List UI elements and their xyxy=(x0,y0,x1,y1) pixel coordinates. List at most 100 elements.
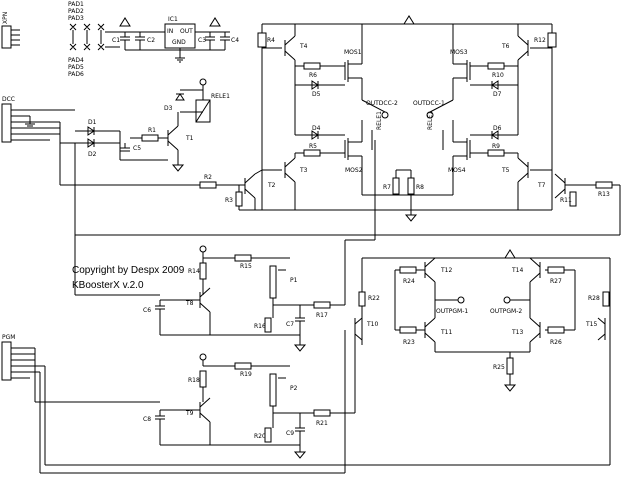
c8-label: C8 xyxy=(143,416,151,423)
t1-label: T1 xyxy=(185,135,194,142)
p1-label: P1 xyxy=(290,277,298,284)
d7-label: D7 xyxy=(493,91,502,98)
pad6-label: PAD6 xyxy=(68,71,84,78)
relay-contact-label-1: RELE1 xyxy=(376,111,383,130)
r5-label: R5 xyxy=(309,143,317,150)
ic1-in-label: IN xyxy=(167,28,173,35)
r3-label: R3 xyxy=(225,197,233,204)
t10-label: T10 xyxy=(366,321,378,328)
r23-label: R23 xyxy=(403,339,415,346)
hbridge-pgm: R22 R28 T10 T15 R24 R23 T12 T11 R27 xyxy=(354,249,611,465)
r16-label: R16 xyxy=(254,323,266,330)
r27-label: R27 xyxy=(550,278,562,285)
ic1-label: IC1 xyxy=(168,16,178,23)
c1-label: C1 xyxy=(112,37,120,44)
t14-label: T14 xyxy=(511,267,523,274)
pad5-label: PAD5 xyxy=(68,64,84,71)
d2-label: D2 xyxy=(88,151,97,158)
t13-label: T13 xyxy=(511,329,523,336)
r18-label: R18 xyxy=(188,377,200,384)
mos4-label: MOS4 xyxy=(448,167,466,174)
outdcc2-label: OUTDCC-2 xyxy=(366,100,398,107)
r12-label: R12 xyxy=(534,37,546,44)
ic1-out-label: OUT xyxy=(180,28,193,35)
connector-xpn: XPN xyxy=(1,12,20,49)
relay-contact-label-2: RELE1 xyxy=(427,111,434,130)
t3-label: T3 xyxy=(299,167,308,174)
t2-label: T2 xyxy=(267,182,276,189)
r20-label: R20 xyxy=(254,433,266,440)
r15-label: R15 xyxy=(240,263,252,270)
connector-dcc: DCC xyxy=(1,96,60,143)
version-text: KBoosterX v.2.0 xyxy=(72,280,144,291)
t15-label: T15 xyxy=(585,321,597,328)
ic1-gnd-label: GND xyxy=(172,39,186,46)
d3-label: D3 xyxy=(164,105,173,112)
r13-label: R13 xyxy=(598,191,610,198)
r4-label: R4 xyxy=(267,37,275,44)
r26-label: R26 xyxy=(550,339,562,346)
hbridge-dcc: R4 R12 T4 T6 R6 R10 D5 D7 MOS1 xyxy=(257,15,557,222)
outpgm1-label: OUTPGM-1 xyxy=(436,308,468,315)
sense-2-section: R18 R19 P2 T9 C8 R20 C9 R21 xyxy=(34,330,610,474)
pad3-label: PAD3 xyxy=(68,15,84,22)
mos1-label: MOS1 xyxy=(344,49,362,56)
r2-label: R2 xyxy=(204,174,212,181)
c6-label: C6 xyxy=(143,307,151,314)
t12-label: T12 xyxy=(440,267,452,274)
d1-label: D1 xyxy=(88,119,97,126)
c4-label: C4 xyxy=(231,37,239,44)
sense-1-section: R14 R15 P1 T8 C6 R16 C7 R17 xyxy=(74,140,376,352)
r19-label: R19 xyxy=(240,371,252,378)
r11-label: R11 xyxy=(560,197,572,204)
t6-label: T6 xyxy=(501,43,510,50)
t11-label: T11 xyxy=(440,329,452,336)
r8-label: R8 xyxy=(416,184,424,191)
copyright-text: Copyright by Despx 2009 xyxy=(72,265,185,276)
c9-label: C9 xyxy=(286,430,294,437)
r22-label: R22 xyxy=(368,295,380,302)
t5-label: T5 xyxy=(501,167,510,174)
d6-label: D6 xyxy=(493,125,502,132)
connector-pgm: PGM xyxy=(1,334,45,381)
pad4-label: PAD4 xyxy=(68,57,84,64)
r17-label: R17 xyxy=(316,312,328,319)
pads-group: PAD1 PAD2 PAD3 PAD4 PAD5 PAD6 xyxy=(68,1,170,78)
outpgm2-label: OUTPGM-2 xyxy=(490,308,522,315)
t9-label: T9 xyxy=(185,410,194,417)
r28-label: R28 xyxy=(588,295,600,302)
relay-label: RELE1 xyxy=(211,93,230,100)
pad1-label: PAD1 xyxy=(68,1,84,8)
c3-label: C3 xyxy=(198,37,206,44)
mos2-label: MOS2 xyxy=(345,167,363,174)
caps-c1-c4: C1 C2 C3 C4 xyxy=(112,17,239,51)
d4-label: D4 xyxy=(312,125,321,132)
r9-label: R9 xyxy=(492,143,500,150)
connector-pgm-label: PGM xyxy=(2,334,15,341)
c5-label: C5 xyxy=(133,145,141,152)
r24-label: R24 xyxy=(403,278,415,285)
connector-dcc-label: DCC xyxy=(2,96,15,103)
r14-label: R14 xyxy=(188,268,200,275)
r6-label: R6 xyxy=(309,72,317,79)
r7-label: R7 xyxy=(383,184,391,191)
r25-label: R25 xyxy=(493,364,505,371)
c2-label: C2 xyxy=(147,37,155,44)
t7-label: T7 xyxy=(537,182,546,189)
connector-xpn-label: XPN xyxy=(2,12,9,24)
d5-label: D5 xyxy=(312,91,321,98)
c7-label: C7 xyxy=(286,321,294,328)
dcc-input-section: D1 D2 C5 R1 T1 D3 RELE1 R2 xyxy=(25,78,621,236)
regulator-ic1: IC1 IN OUT GND xyxy=(164,16,196,63)
r1-label: R1 xyxy=(148,127,156,134)
r21-label: R21 xyxy=(316,420,328,427)
pad2-label: PAD2 xyxy=(68,8,84,15)
outdcc1-label: OUTDCC-1 xyxy=(413,100,445,107)
t4-label: T4 xyxy=(299,43,308,50)
r10-label: R10 xyxy=(492,72,504,79)
p2-label: P2 xyxy=(290,385,298,392)
t8-label: T8 xyxy=(185,300,194,307)
mos3-label: MOS3 xyxy=(450,49,468,56)
